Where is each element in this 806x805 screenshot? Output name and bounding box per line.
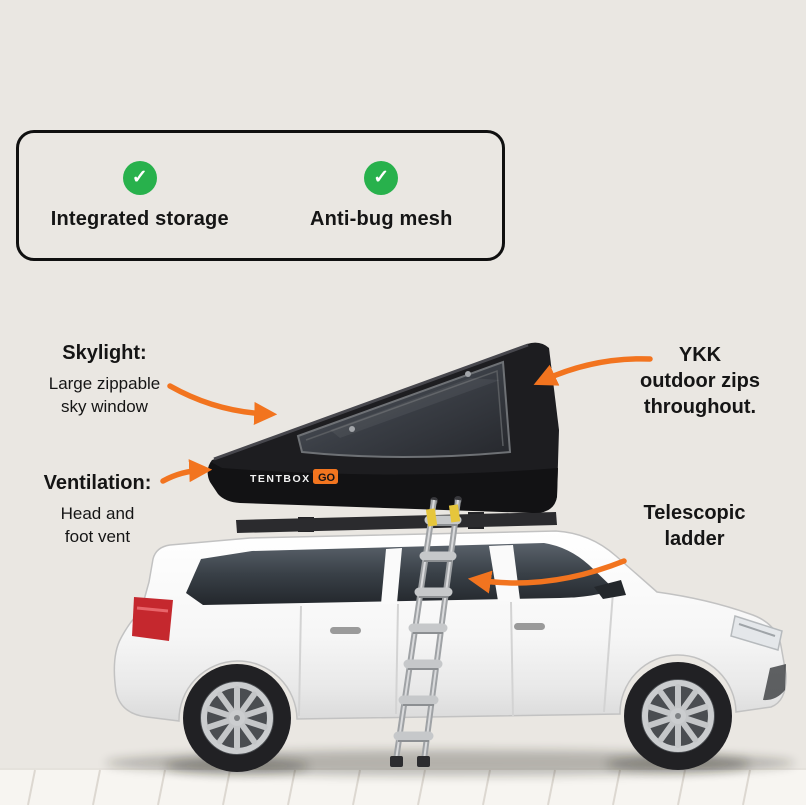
callout-description: Large zippable sky window [48, 374, 161, 416]
car-illustration [113, 530, 787, 772]
feature-anti-bug-mesh: ✓ Anti-bug mesh [261, 133, 503, 258]
roof-tent-illustration: TENTBOX GO [207, 342, 559, 514]
rear-wheel [183, 664, 291, 772]
feature-integrated-storage: ✓ Integrated storage [19, 133, 261, 258]
callout-description: Head and foot vent [60, 504, 135, 546]
callout-telescopic-ladder: Telescopic ladder [602, 500, 787, 552]
tent-model-text: GO [318, 472, 336, 484]
taillight [132, 597, 173, 641]
door-handle [330, 627, 361, 634]
headlight [730, 615, 783, 651]
warning-label [448, 504, 461, 523]
features-card: ✓ Integrated storage ✓ Anti-bug mesh [16, 130, 505, 261]
tent-model-badge [313, 469, 338, 484]
callout-ykk-zips: YKK outdoor zips throughout. [606, 342, 794, 420]
warning-label [425, 508, 438, 527]
callout-title: Ventilation: [43, 472, 152, 494]
zip-pull [349, 426, 355, 432]
zip-pull [465, 371, 471, 377]
callout-skylight: Skylight: Large zippable sky window [12, 340, 197, 419]
callout-title: YKK outdoor zips throughout. [640, 344, 760, 418]
callout-ventilation: Ventilation: Head and foot vent [10, 470, 185, 549]
car-shadow [105, 750, 795, 776]
callout-title: Telescopic ladder [643, 502, 746, 550]
skylight-arrow-icon [167, 383, 278, 426]
roof-rack [236, 512, 557, 533]
check-icon: ✓ [364, 160, 399, 195]
door-handle [514, 623, 545, 630]
feature-label: Integrated storage [50, 207, 229, 230]
ladder-arrow-icon [467, 558, 627, 594]
tent-brand-text: TENTBOX [250, 473, 311, 485]
side-mirror [594, 580, 626, 599]
feature-label: Anti-bug mesh [309, 207, 453, 230]
ykk-arrow-icon [533, 356, 653, 386]
callout-title: Skylight: [62, 342, 147, 364]
front-wheel [624, 662, 732, 770]
check-icon: ✓ [122, 160, 157, 195]
ladder-illustration [390, 496, 462, 767]
ventilation-arrow-icon [160, 459, 213, 484]
